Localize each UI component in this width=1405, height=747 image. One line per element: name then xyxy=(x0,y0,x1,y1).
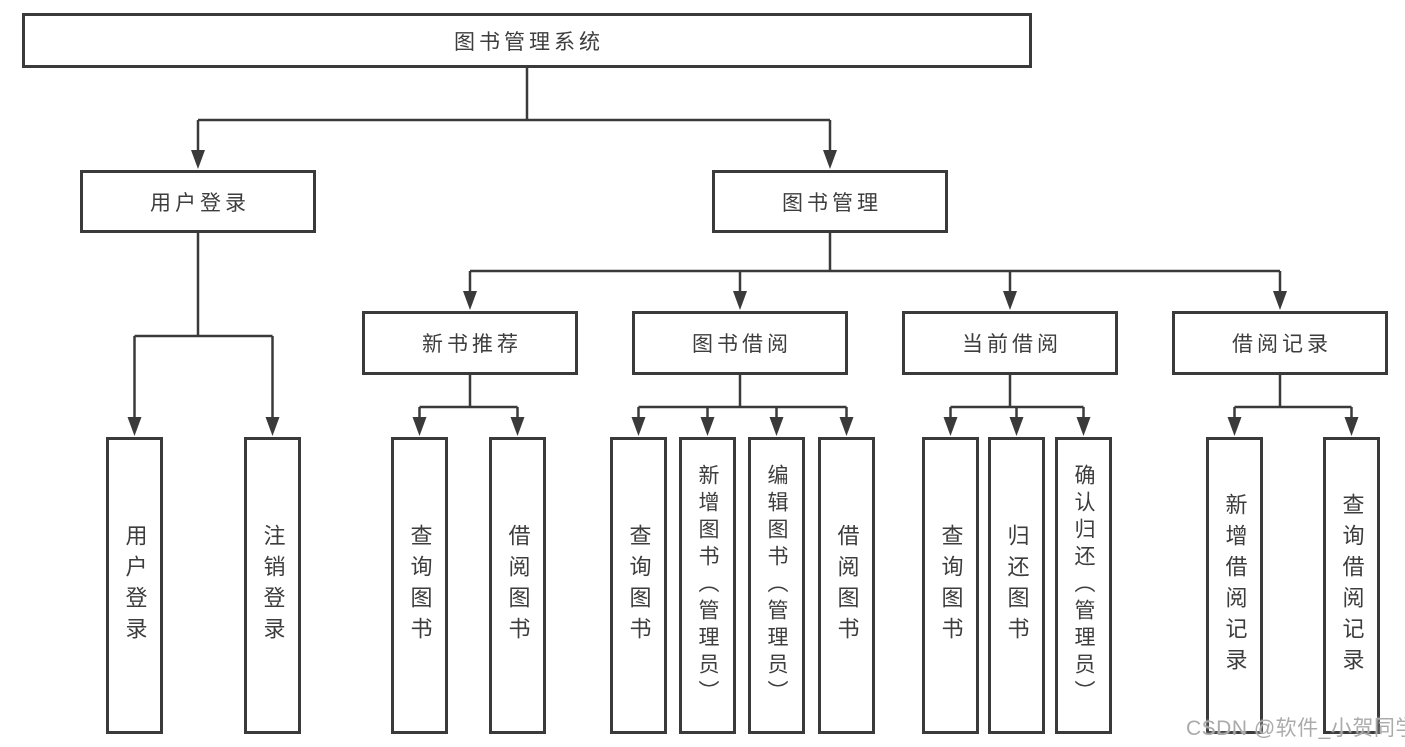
node-user-login: 用户登录 xyxy=(80,170,316,233)
leaf-label: 查询图书 xyxy=(938,523,964,648)
node-root-book-management-system: 图书管理系统 xyxy=(22,13,1032,68)
leaf-query-book: 查询图书 xyxy=(391,437,448,734)
leaf-label: 归还图书 xyxy=(1004,523,1030,648)
leaf-borrow-book: 借阅图书 xyxy=(818,437,875,734)
arrow-down-icon xyxy=(1273,291,1287,310)
arrow-down-icon xyxy=(1227,417,1242,436)
leaf-confirm-return-admin: 确认归还（管理员） xyxy=(1055,437,1112,734)
node-new-book-recommend: 新书推荐 xyxy=(362,311,578,375)
node-label: 图书管理系统 xyxy=(454,29,604,54)
node-book-management: 图书管理 xyxy=(712,170,948,233)
leaf-borrow-book: 借阅图书 xyxy=(489,437,546,734)
leaf-label: 借阅图书 xyxy=(505,523,531,648)
leaf-label: 注销登录 xyxy=(260,523,286,648)
connector-lines xyxy=(133,68,1353,420)
arrow-down-icon xyxy=(191,150,205,169)
arrow-down-icon xyxy=(631,417,646,436)
arrow-down-icon xyxy=(265,417,280,436)
arrow-down-icon xyxy=(127,417,142,436)
arrow-down-icon xyxy=(733,291,747,310)
leaf-edit-book-admin: 编辑图书（管理员） xyxy=(748,437,805,734)
watermark: CSDN @软件_小贺同学 xyxy=(1186,717,1405,740)
node-current-borrow: 当前借阅 xyxy=(902,311,1118,375)
leaf-query-borrow-record: 查询借阅记录 xyxy=(1323,437,1380,734)
node-label: 图书管理 xyxy=(782,190,882,215)
leaf-label: 查询图书 xyxy=(407,523,433,648)
leaf-label: 查询借阅记录 xyxy=(1339,492,1365,679)
arrow-down-icon xyxy=(823,150,837,169)
leaf-add-book-admin: 新增图书（管理员） xyxy=(679,437,736,734)
arrow-down-icon xyxy=(1009,417,1024,436)
leaf-label: 编辑图书（管理员） xyxy=(765,464,789,707)
node-label: 借阅记录 xyxy=(1232,332,1332,356)
arrow-down-icon xyxy=(463,291,477,310)
leaf-label: 新增借阅记录 xyxy=(1222,492,1248,679)
leaf-query-book: 查询图书 xyxy=(922,437,979,734)
arrow-down-icon xyxy=(1076,417,1091,436)
leaf-label: 确认归还（管理员） xyxy=(1072,464,1096,707)
node-book-borrow: 图书借阅 xyxy=(632,311,848,375)
leaf-label: 查询图书 xyxy=(626,523,652,648)
arrow-down-icon xyxy=(943,417,958,436)
node-label: 新书推荐 xyxy=(422,332,522,356)
leaf-label: 用户登录 xyxy=(122,523,148,648)
arrow-down-icon xyxy=(1344,417,1359,436)
arrow-down-icon xyxy=(769,417,784,436)
arrowhead-icons xyxy=(127,150,1359,436)
leaf-label: 新增图书（管理员） xyxy=(696,464,720,707)
leaf-add-borrow-record: 新增借阅记录 xyxy=(1206,437,1263,734)
arrow-down-icon xyxy=(510,417,525,436)
leaf-return-book: 归还图书 xyxy=(988,437,1045,734)
leaf-user-login: 用户登录 xyxy=(106,437,163,734)
arrow-down-icon xyxy=(1003,291,1017,310)
arrow-down-icon xyxy=(700,417,715,436)
arrow-down-icon xyxy=(412,417,427,436)
leaf-logout: 注销登录 xyxy=(244,437,301,734)
leaf-query-book: 查询图书 xyxy=(610,437,667,734)
node-label: 当前借阅 xyxy=(962,332,1062,356)
node-label: 图书借阅 xyxy=(692,332,792,356)
arrow-down-icon xyxy=(839,417,854,436)
leaf-label: 借阅图书 xyxy=(834,523,860,648)
node-borrow-records: 借阅记录 xyxy=(1172,311,1388,375)
node-label: 用户登录 xyxy=(150,190,250,215)
